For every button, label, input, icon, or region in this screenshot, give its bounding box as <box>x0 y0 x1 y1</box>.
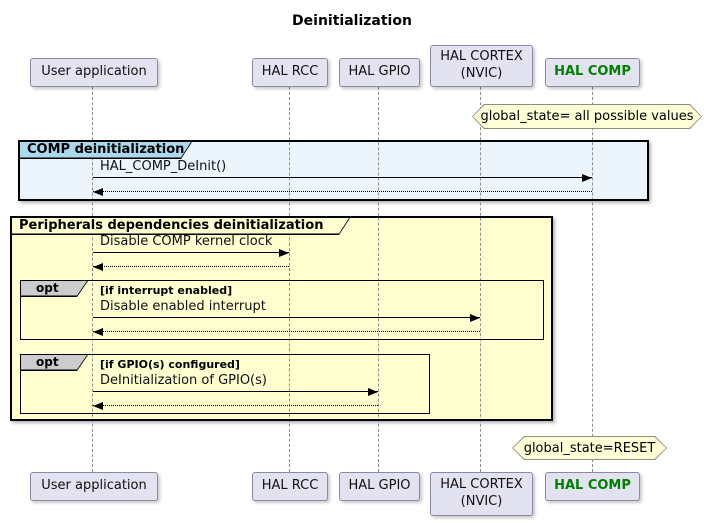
participant-label: HAL CORTEX <box>440 49 523 65</box>
note-global-state-all-values: global_state= all possible values <box>472 104 702 129</box>
participant-label: User application <box>41 64 147 80</box>
note-global-state-all-values-text: global_state= all possible values <box>473 105 701 128</box>
frame-opt-interrupt-tab: opt <box>21 281 88 297</box>
note-global-state-reset-text: global_state=RESET <box>513 437 666 459</box>
lifeline-user-application <box>92 87 93 472</box>
participant-bottom-hal-comp: HAL COMP <box>545 472 640 501</box>
diagram-title: Deinitialization <box>292 13 412 29</box>
message-arrow-disable-kernel-clock <box>93 248 289 257</box>
participant-label: HAL COMP <box>554 64 631 80</box>
frame-comp-deinit-tab: COMP deinitialization <box>20 142 192 159</box>
participant-label: HAL GPIO <box>348 64 411 80</box>
participant-bottom-user-application: User application <box>30 472 158 501</box>
participant-top-hal-rcc: HAL RCC <box>252 58 328 87</box>
frame-peripherals-tab: Peripherals dependencies deinitializatio… <box>12 218 350 235</box>
return-arrow-deinit-gpio <box>93 401 378 410</box>
participant-label: HAL RCC <box>261 64 319 80</box>
return-arrow-disable-interrupt <box>93 327 480 336</box>
opt-gpio-condition: [if GPIO(s) configured] <box>100 358 240 371</box>
participant-bottom-hal-rcc: HAL RCC <box>252 472 328 501</box>
message-label-hal-comp-deinit: HAL_COMP_DeInit() <box>100 159 227 174</box>
return-arrow-hal-comp-deinit <box>93 187 592 196</box>
frame-opt-gpio-keyword: opt <box>21 355 87 370</box>
participant-top-hal-gpio: HAL GPIO <box>339 58 420 87</box>
message-label-disable-kernel-clock: Disable COMP kernel clock <box>100 234 273 249</box>
participant-label: HAL RCC <box>261 478 319 494</box>
note-global-state-reset: global_state=RESET <box>512 436 667 460</box>
message-label-disable-interrupt: Disable enabled interrupt <box>100 299 266 314</box>
message-arrow-deinit-gpio <box>93 387 378 396</box>
lifeline-hal-comp <box>592 87 593 472</box>
participant-label-line2: (NVIC) <box>460 494 503 509</box>
message-arrow-disable-interrupt <box>93 313 480 322</box>
participant-bottom-hal-gpio: HAL GPIO <box>339 472 420 501</box>
participant-label: HAL COMP <box>554 478 631 494</box>
message-arrow-hal-comp-deinit <box>93 173 592 182</box>
participant-label: HAL CORTEX <box>440 477 523 493</box>
participant-label-line2: (NVIC) <box>460 66 503 81</box>
frame-comp-deinit-title: COMP deinitialization <box>20 142 191 158</box>
opt-interrupt-condition: [if interrupt enabled] <box>100 284 233 297</box>
participant-top-hal-cortex: HAL CORTEX (NVIC) <box>430 45 533 87</box>
return-arrow-disable-kernel-clock <box>93 262 289 271</box>
frame-opt-gpio-tab: opt <box>21 355 88 371</box>
lifeline-hal-cortex <box>480 87 481 472</box>
message-label-deinit-gpio: DeInitialization of GPIO(s) <box>100 373 267 388</box>
lifeline-hal-rcc <box>289 87 290 472</box>
participant-label: HAL GPIO <box>348 478 411 494</box>
participant-top-hal-comp: HAL COMP <box>545 58 640 87</box>
participant-top-user-application: User application <box>30 58 158 87</box>
frame-opt-interrupt-keyword: opt <box>21 281 87 296</box>
participant-label: User application <box>41 478 147 494</box>
lifeline-hal-gpio <box>378 87 379 472</box>
frame-peripherals-title: Peripherals dependencies deinitializatio… <box>12 218 349 234</box>
participant-bottom-hal-cortex: HAL CORTEX (NVIC) <box>430 472 533 516</box>
